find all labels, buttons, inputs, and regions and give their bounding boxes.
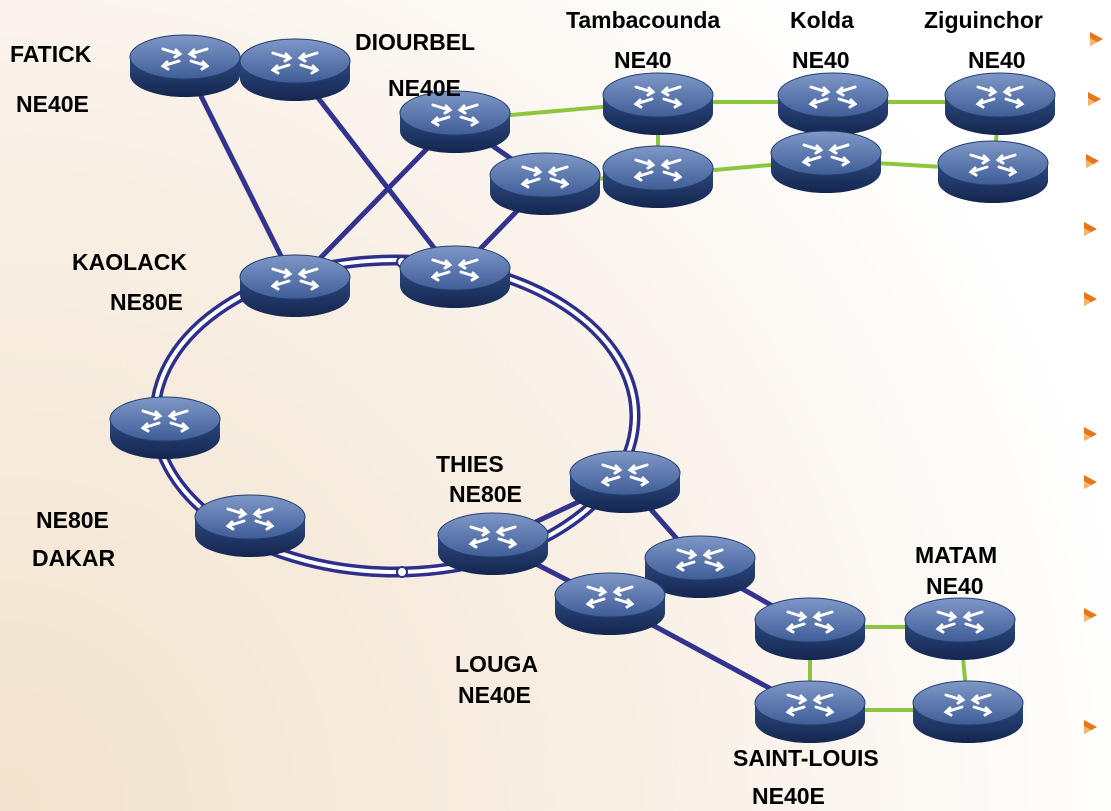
- routers: [108, 33, 1057, 745]
- label-matam: MATAM NE40: [915, 542, 997, 599]
- router-icon-tambacounda-2: [601, 144, 715, 210]
- main-links: [182, 61, 813, 713]
- router-icon-louga: [553, 571, 667, 637]
- device-model: NE40E: [458, 682, 531, 708]
- router-icon-kolda: [776, 71, 890, 137]
- label-dakar: NE80E DAKAR: [32, 507, 115, 571]
- bullet-arrow-icon: [1088, 92, 1101, 106]
- label-kolda: Kolda NE40: [790, 7, 854, 73]
- site-name: SAINT-LOUIS: [733, 745, 879, 771]
- router-icon-kaolack-2: [398, 244, 512, 310]
- site-name: Tambacounda: [566, 7, 720, 33]
- router-icon-saint-louis: [753, 679, 867, 745]
- router-icon-kolda-2: [769, 129, 883, 195]
- bullet-arrow-icon: [1084, 222, 1097, 236]
- router-icon-dakar-2: [193, 493, 307, 559]
- router-icon-thies: [436, 511, 550, 577]
- router-icon-diourbel-2: [488, 151, 602, 217]
- device-model: NE40: [614, 47, 672, 73]
- router-icon-saint-louis-2: [753, 596, 867, 662]
- router-icon-tambacounda: [601, 71, 715, 137]
- bullet-arrow-icon: [1084, 720, 1097, 734]
- router-icon-fatick-2: [238, 37, 352, 103]
- bullet-arrow-icon: [1084, 475, 1097, 489]
- router-icon-ziguinchor-2: [936, 139, 1050, 205]
- router-icon-dakar: [108, 395, 222, 461]
- router-icon-thies-2: [568, 449, 682, 515]
- site-name: LOUGA: [455, 651, 538, 677]
- site-name: FATICK: [10, 41, 92, 67]
- bullet-arrow-icon: [1084, 608, 1097, 622]
- label-louga: LOUGA NE40E: [455, 651, 538, 708]
- site-name: DIOURBEL: [355, 29, 475, 55]
- site-name: Kolda: [790, 7, 854, 33]
- bullet-arrow-icon: [1084, 292, 1097, 306]
- device-model: NE40E: [752, 783, 825, 809]
- site-name: DAKAR: [32, 545, 115, 571]
- site-name: THIES: [436, 451, 504, 477]
- router-icon-matam: [903, 596, 1017, 662]
- label-tambacounda: Tambacounda NE40: [566, 7, 720, 73]
- device-model: NE80E: [36, 507, 109, 533]
- label-saint-louis: SAINT-LOUIS NE40E: [733, 745, 879, 809]
- site-name: MATAM: [915, 542, 997, 568]
- site-name: KAOLACK: [72, 249, 187, 275]
- site-labels: FATICK NE40E DIOURBEL NE40E Tambacounda …: [10, 7, 1043, 809]
- label-thies: THIES NE80E: [436, 451, 522, 507]
- label-diourbel: DIOURBEL NE40E: [355, 29, 475, 101]
- device-model: NE40: [968, 47, 1026, 73]
- bullet-arrow-icon: [1090, 32, 1103, 46]
- label-fatick: FATICK NE40E: [10, 41, 92, 117]
- router-icon-ziguinchor: [943, 71, 1057, 137]
- device-model: NE40E: [388, 75, 461, 101]
- device-model: NE80E: [449, 481, 522, 507]
- device-model: NE40: [792, 47, 850, 73]
- device-model: NE80E: [110, 289, 183, 315]
- device-model: NE40E: [16, 91, 89, 117]
- site-name: Ziguinchor: [924, 7, 1043, 33]
- router-icon-matam-2: [911, 679, 1025, 745]
- bullet-arrow-icon: [1084, 427, 1097, 441]
- label-ziguinchor: Ziguinchor NE40: [924, 7, 1043, 73]
- device-model: NE40: [926, 573, 984, 599]
- router-icon-fatick: [128, 33, 242, 99]
- bullet-arrow-icon: [1086, 154, 1099, 168]
- router-icon-kaolack: [238, 253, 352, 319]
- label-kaolack: KAOLACK NE80E: [72, 249, 187, 315]
